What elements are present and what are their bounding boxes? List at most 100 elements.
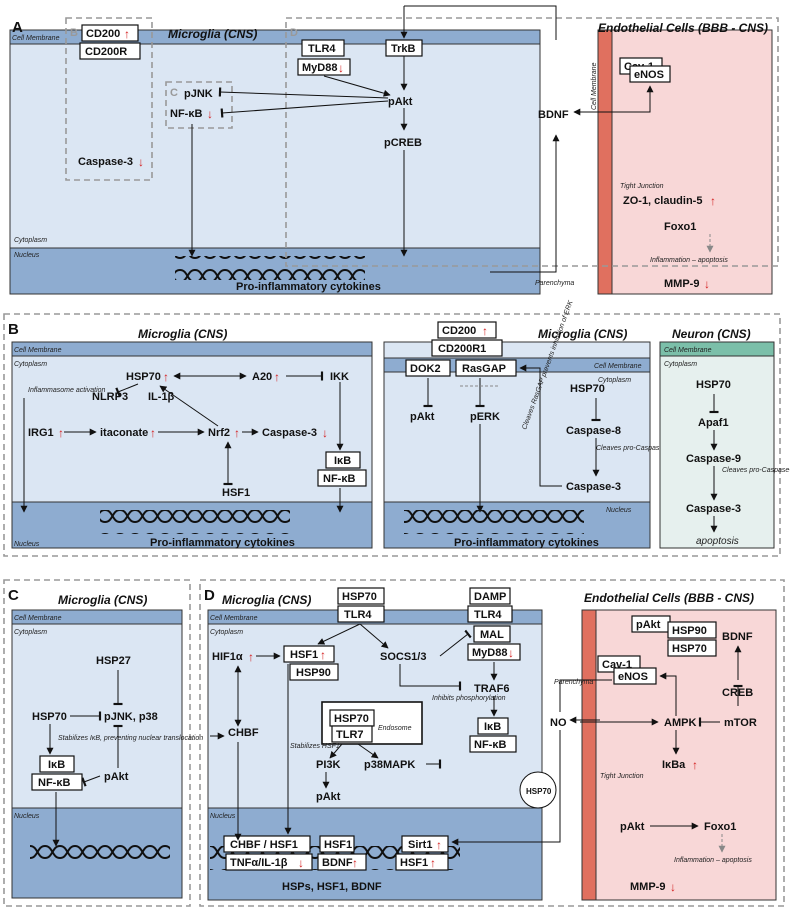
- a-myd88-down: ↓: [338, 61, 344, 75]
- a-enos: eNOS: [634, 69, 664, 81]
- d-ikb: IκB: [484, 721, 501, 733]
- b-cd200r1: CD200R1: [438, 343, 486, 355]
- c-hsp27: HSP27: [96, 655, 131, 667]
- a-cytokines: Pro-inflammatory cytokines: [236, 281, 381, 293]
- d-hsp70: HSP70: [342, 591, 377, 603]
- svg-text:↑: ↑: [58, 426, 64, 440]
- d-enos: eNOS: [618, 671, 648, 683]
- d-hsps-out: HSPs, HSF1, BDNF: [282, 881, 382, 893]
- d-foxo1: Foxo1: [704, 821, 736, 833]
- a-tight-junction-wall: [597, 29, 613, 295]
- a-pakt: pAkt: [388, 96, 413, 108]
- svg-text:Cell Membrane: Cell Membrane: [210, 615, 258, 622]
- b1-nucleus: Nucleus: [14, 541, 40, 548]
- a-zo1-up: ↑: [710, 194, 716, 208]
- d-hsf1: HSF1: [290, 649, 318, 661]
- svg-text:Cell Membrane: Cell Membrane: [14, 615, 62, 622]
- d-stabilizes-hsf1: Stabilizes HSF1: [290, 743, 340, 750]
- d-nfkb: NF-κB: [474, 739, 506, 751]
- panel-c: C Microglia (CNS) Cell Membrane Cytoplas…: [3, 579, 203, 907]
- a-cd200-up: ↑: [124, 27, 130, 41]
- svg-text:↑: ↑: [352, 856, 358, 870]
- d-tlr7: TLR7: [336, 729, 364, 741]
- b-dok2: DOK2: [410, 363, 441, 375]
- a-trkb: TrkB: [391, 43, 416, 55]
- a-caspase3: Caspase-3: [78, 156, 133, 168]
- svg-text:↓: ↓: [298, 856, 304, 870]
- a-endo-membrane: Cell Membrane: [591, 62, 598, 110]
- b-ikb: IκB: [334, 455, 351, 467]
- a-box-c: [165, 81, 233, 129]
- a-title-endo: Endothelial Cells (BBB - CNS): [598, 21, 768, 35]
- svg-text:↑: ↑: [430, 856, 436, 870]
- a-parenchyma: Parenchyma: [535, 280, 574, 287]
- a-tlr4: TLR4: [308, 43, 336, 55]
- d-traf6: TRAF6: [474, 683, 509, 695]
- d-tlr4: TLR4: [344, 609, 372, 621]
- d-hsf1-n: HSF1: [324, 839, 352, 851]
- a-nfkb-down: ↓: [207, 107, 213, 121]
- d-bdnf-e: BDNF: [722, 631, 753, 643]
- a-caspase3-down: ↓: [138, 155, 144, 169]
- b-inflammasome: Inflammasome activation: [28, 387, 106, 394]
- d-hsp90: HSP90: [296, 667, 331, 679]
- svg-text:↑: ↑: [150, 426, 156, 440]
- d-ikba: IκBa: [662, 759, 686, 771]
- c-pjnk: pJNK, p38: [104, 711, 158, 723]
- a-label-c: C: [170, 87, 178, 99]
- panel-a: Cell Membrane Cytoplasm Nucleus Pro-infl…: [9, 5, 779, 295]
- b1-membrane: Cell Membrane: [14, 347, 62, 354]
- b3-title: Neuron (CNS): [672, 327, 751, 341]
- b-nrf2: Nrf2: [208, 427, 230, 439]
- svg-text:Parenchyma: Parenchyma: [554, 679, 593, 686]
- svg-text:Tight Junction: Tight Junction: [600, 773, 644, 780]
- b-caspase9: Caspase-9: [686, 453, 741, 465]
- d-mtor: mTOR: [724, 717, 757, 729]
- b-letter: B: [8, 321, 19, 338]
- a-cd200: CD200: [86, 28, 120, 40]
- c-letter: C: [8, 587, 19, 604]
- b1-cytokines: Pro-inflammatory cytokines: [150, 537, 295, 549]
- d-inhibits: Inhibits phosphorylation: [432, 695, 506, 702]
- svg-text:↓: ↓: [670, 880, 676, 894]
- a-letter: A: [12, 19, 23, 36]
- a-label-b: B: [70, 27, 78, 39]
- c-pakt: pAkt: [104, 771, 129, 783]
- d-tlr4-2: TLR4: [474, 609, 502, 621]
- c-ikb: IκB: [48, 759, 65, 771]
- panel-d: D Microglia (CNS) Endothelial Cells (BBB…: [199, 579, 785, 907]
- b-caspase3: Caspase-3: [262, 427, 317, 439]
- d-sirt1: Sirt1: [408, 839, 432, 851]
- svg-text:Cytoplasm: Cytoplasm: [14, 629, 47, 636]
- d-bdnf-n: BDNF: [322, 857, 353, 869]
- a-myd88: MyD88: [302, 62, 337, 74]
- svg-text:↓: ↓: [322, 426, 328, 440]
- svg-text:↑: ↑: [692, 758, 698, 772]
- d-chbf: CHBF: [228, 727, 259, 739]
- d-title-endo: Endothelial Cells (BBB - CNS): [584, 591, 754, 605]
- b-hsp70-3: HSP70: [696, 379, 731, 391]
- d-hsp70-endo: HSP70: [334, 713, 369, 725]
- svg-text:↑: ↑: [274, 370, 280, 384]
- a-mmp9-down: ↓: [704, 277, 710, 291]
- b-irg1: IRG1: [28, 427, 54, 439]
- a-cd200r: CD200R: [85, 46, 127, 58]
- d-tnf: TNFα/IL-1β: [230, 857, 288, 869]
- svg-text:↑: ↑: [320, 648, 326, 662]
- a-nucleus-label: Nucleus: [14, 252, 40, 259]
- b-cleaves-pro3: Cleaves pro-Caspase-3: [596, 445, 670, 452]
- d-endo-hsp90: HSP90: [672, 625, 707, 637]
- svg-text:↑: ↑: [482, 324, 488, 338]
- b-cd200: CD200: [442, 325, 476, 337]
- d-hsf1-n2: HSF1: [400, 857, 428, 869]
- b-apaf1: Apaf1: [698, 417, 729, 429]
- b-itaconate: itaconate: [100, 427, 148, 439]
- a-box-b: [65, 17, 153, 181]
- c-hsp70: HSP70: [32, 711, 67, 723]
- d-myd88: MyD88: [472, 647, 507, 659]
- d-chbf-hsf1: CHBF / HSF1: [230, 839, 298, 851]
- b-perk: pERK: [470, 411, 500, 423]
- d-pakt: pAkt: [316, 791, 341, 803]
